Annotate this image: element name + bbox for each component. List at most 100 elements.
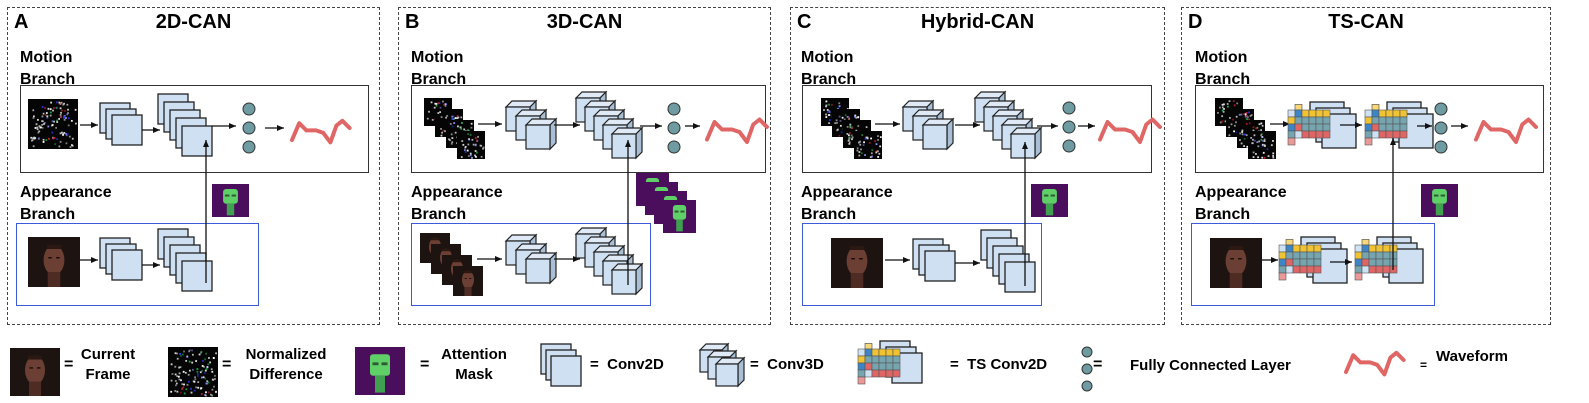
label-line: Branch xyxy=(801,206,857,223)
ts-cell xyxy=(1382,244,1391,253)
ts-cell xyxy=(892,355,901,364)
noise-dot xyxy=(839,120,842,122)
noise-dot xyxy=(848,138,851,141)
noise-dot xyxy=(46,115,49,118)
noise-dot xyxy=(854,115,856,118)
ts-cell xyxy=(1354,251,1363,260)
noise-dot xyxy=(32,145,35,148)
noise-dot xyxy=(194,376,196,379)
legend-conv2d-label: = Conv2D xyxy=(590,355,664,375)
noise-dot xyxy=(59,114,62,116)
appearance-branch-box xyxy=(16,223,259,306)
mask-face xyxy=(1432,188,1447,204)
cube-side xyxy=(549,117,557,151)
noise-dot xyxy=(474,137,477,139)
equals-sign: = xyxy=(64,356,74,373)
fc-node xyxy=(1081,380,1093,392)
ts-cell xyxy=(1287,109,1296,118)
noise-dot xyxy=(75,122,77,125)
noise-dot xyxy=(825,104,828,107)
noise-dot xyxy=(205,368,208,370)
noise-dot xyxy=(183,350,185,353)
noise-dot xyxy=(174,380,177,382)
ts-cell xyxy=(885,348,894,357)
noise-dot xyxy=(205,382,208,385)
noise-dot xyxy=(469,154,472,157)
noise-dot xyxy=(38,125,41,128)
noise-dot xyxy=(451,118,454,120)
noise-dot xyxy=(468,139,471,142)
noise-dot xyxy=(53,107,55,109)
noise-dot xyxy=(469,134,472,136)
ts-cell xyxy=(1306,265,1315,274)
ts-cell xyxy=(1285,244,1294,253)
noise-dot xyxy=(185,359,188,362)
noise-dot xyxy=(430,101,433,104)
face-hair xyxy=(452,259,462,263)
noise-dot xyxy=(45,139,48,141)
noise-dot xyxy=(67,117,70,120)
noise-dot xyxy=(49,114,52,117)
noise-dot xyxy=(1260,122,1263,125)
appearance-branch-box xyxy=(411,223,651,306)
noise-dot xyxy=(1272,140,1274,142)
panel-letter: A xyxy=(14,11,29,33)
noise-dot xyxy=(849,123,852,126)
legend-conv2d-icon xyxy=(540,343,582,387)
noise-dot xyxy=(463,149,466,151)
noise-dot xyxy=(835,119,838,122)
noise-dot xyxy=(1241,129,1244,132)
ts-cell xyxy=(1378,123,1387,132)
noise-dot xyxy=(202,359,204,362)
fc-node xyxy=(1081,346,1093,358)
noise-dot xyxy=(41,106,44,108)
label-text: Conv3D xyxy=(767,356,824,373)
ts-cell xyxy=(1368,265,1377,274)
noise-dot xyxy=(1272,152,1275,155)
ts-cell xyxy=(1287,130,1296,139)
ts-cell xyxy=(1378,116,1387,125)
cube-front xyxy=(525,124,551,150)
ts-cell xyxy=(1285,258,1294,267)
fc-node xyxy=(667,140,681,154)
ts-cell xyxy=(1278,258,1287,267)
noise-dot xyxy=(1232,118,1234,121)
noise-dot xyxy=(185,388,188,391)
attention-mask-stack xyxy=(636,173,696,233)
noise-dot xyxy=(1223,103,1225,106)
legend-waveform-icon xyxy=(1344,350,1406,377)
noise-dot xyxy=(207,381,210,384)
noise-dot xyxy=(211,388,214,391)
face-hair xyxy=(430,237,440,241)
ts-cell xyxy=(1313,265,1322,274)
noise-dot xyxy=(1260,138,1263,141)
fc-node xyxy=(242,121,256,135)
face-eye xyxy=(851,258,855,260)
mask-eye xyxy=(372,362,379,366)
noise-dot xyxy=(35,123,38,126)
ts-cell xyxy=(1285,239,1294,246)
noise-dot xyxy=(203,372,206,374)
noise-dot xyxy=(1252,156,1255,158)
noise-dot xyxy=(70,119,73,122)
attention-mask-image xyxy=(212,184,249,217)
face-eye xyxy=(469,278,472,279)
noise-dot xyxy=(208,357,210,359)
face-hair xyxy=(441,248,451,252)
motion-branch-box xyxy=(1195,85,1544,173)
ts-cell xyxy=(1308,116,1317,125)
legend-normalized-difference-label: Normalized Difference xyxy=(236,345,336,385)
noise-dot xyxy=(32,117,35,119)
mask-face xyxy=(370,354,390,376)
ts-cell xyxy=(878,355,887,364)
noise-dot xyxy=(71,137,74,140)
mask-neck xyxy=(676,219,683,232)
noise-dot xyxy=(469,152,472,155)
noise-dot xyxy=(195,386,198,389)
ts-cell xyxy=(1392,123,1401,132)
noise-dot xyxy=(183,392,186,395)
noise-dot xyxy=(862,144,865,147)
ts-cell xyxy=(1278,265,1287,274)
noise-dot xyxy=(870,137,872,140)
ts-cell xyxy=(1361,258,1370,267)
